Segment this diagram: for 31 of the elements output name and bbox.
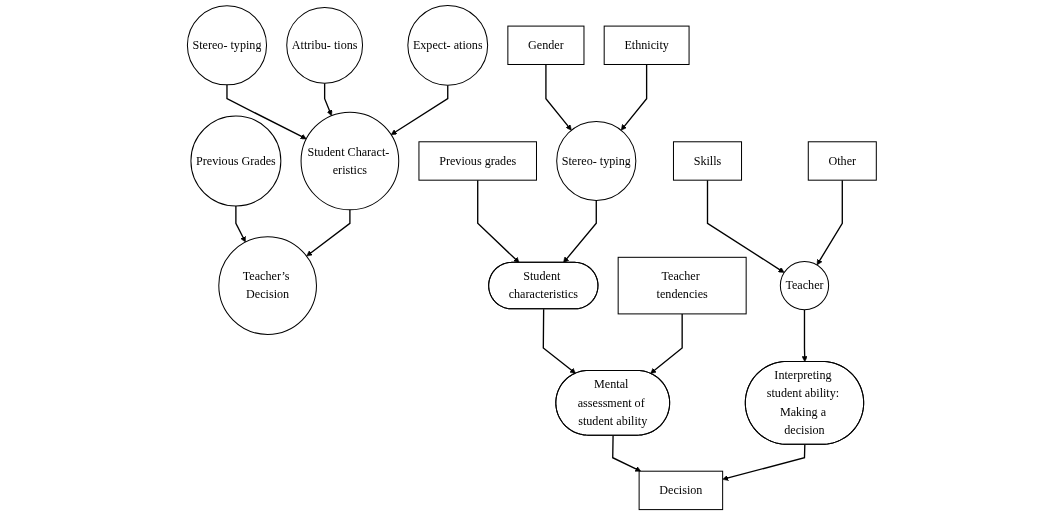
arrow <box>225 84 307 140</box>
arrow <box>722 443 806 481</box>
arrow <box>305 209 351 257</box>
node-box: Skills <box>672 141 742 181</box>
arrow <box>801 309 808 362</box>
arrow <box>816 179 843 266</box>
node-box: Gender <box>507 25 585 65</box>
node-circle: Expect- ations <box>407 4 488 86</box>
arrow <box>620 63 647 131</box>
node-circle: Stereo- typing <box>186 5 267 86</box>
arrow <box>542 308 576 374</box>
node-circle: Stereo- typing <box>555 120 636 202</box>
node-circle: Teacher’s Decision <box>217 236 317 335</box>
arrow <box>234 205 246 243</box>
arrow <box>390 84 449 135</box>
arrow <box>706 179 785 273</box>
arrow <box>323 82 332 116</box>
arrow <box>476 179 520 263</box>
node-box: Teacher tendencies <box>617 256 747 315</box>
node-box: Previous grades <box>418 141 537 181</box>
node-circle: Attribu- tions <box>285 6 363 84</box>
node-box: Other <box>807 141 877 181</box>
node-circle: Teacher <box>779 260 829 311</box>
node-circle: Student Charact- eristics <box>300 111 399 211</box>
arrow <box>649 313 683 374</box>
arrow <box>544 63 572 131</box>
node-box: Ethnicity <box>603 25 690 65</box>
node-circle: Previous Grades <box>190 115 281 207</box>
arrow <box>611 434 641 472</box>
arrow <box>562 199 597 263</box>
node-box: Decision <box>638 470 723 511</box>
